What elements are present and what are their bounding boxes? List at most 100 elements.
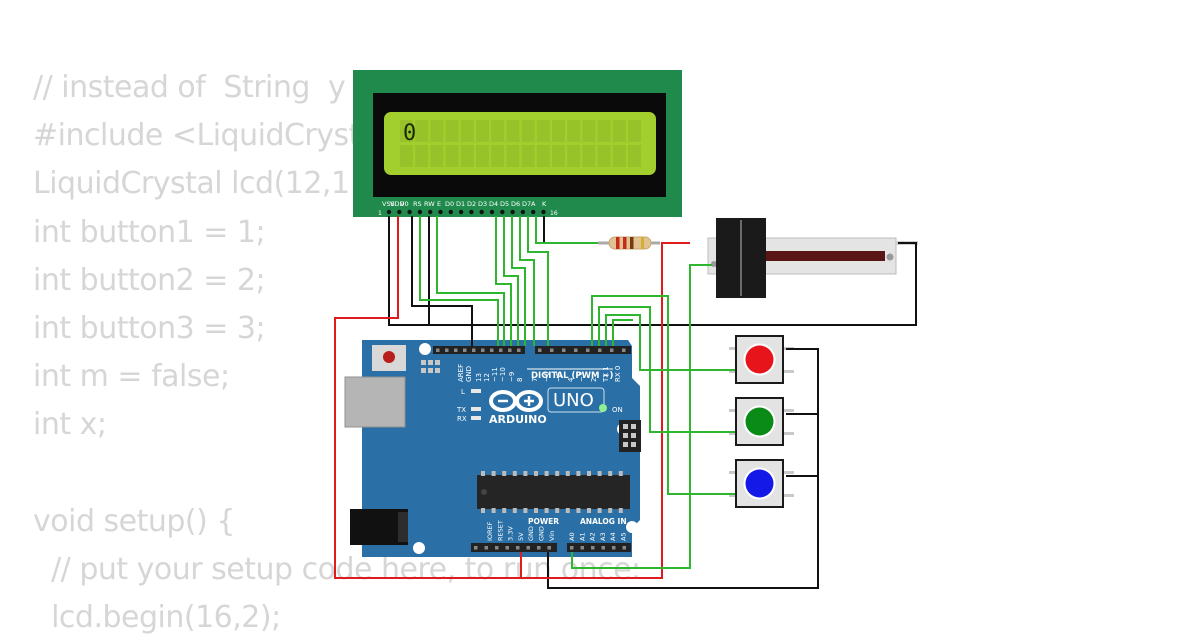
lcd-pin [428, 209, 433, 215]
lcd-char-grid [400, 120, 641, 167]
power-pin-label: GND [538, 526, 546, 541]
icsp-pin [623, 442, 628, 447]
arduino-logo-icon [489, 390, 543, 412]
lcd-cell [476, 145, 489, 167]
header-hole [472, 348, 476, 352]
power-pin-label: IOREF [486, 521, 494, 541]
push-buttons [729, 335, 794, 508]
analog-pin-label: A2 [589, 532, 597, 541]
pot-screw [886, 253, 894, 261]
header-hole [484, 546, 488, 550]
lcd-text: 0 [403, 121, 416, 146]
header-pin-label: ~5 [555, 372, 563, 382]
lcd-cell [597, 120, 611, 142]
header-hole [547, 546, 551, 550]
header-hole [601, 546, 605, 550]
button-cap-green [745, 407, 774, 436]
header-hole [550, 348, 554, 352]
icsp-pin [421, 368, 426, 373]
code-line: int button2 = 2; [33, 262, 266, 298]
lcd-cell [460, 145, 474, 167]
lcd-pin [520, 209, 526, 215]
header-hole [612, 546, 616, 550]
header-hole [598, 348, 602, 352]
lcd-cell [552, 120, 565, 142]
header-pin-label: RX 0 [614, 366, 622, 382]
header-pin-label: 8 [516, 378, 524, 382]
lcd-pin-label: D1 [456, 200, 465, 208]
power-header [471, 543, 557, 552]
lcd-pin-label: D3 [478, 200, 487, 208]
code-line: int button1 = 1; [33, 214, 266, 250]
header-pin-label: 4 [567, 377, 575, 382]
lcd-cell [506, 120, 520, 142]
analog-pin-label: A3 [599, 532, 607, 541]
lcd-pin-label: VDD [390, 200, 404, 208]
lcd-cell [400, 120, 413, 142]
header-hole [538, 348, 542, 352]
lcd-cell [536, 120, 550, 142]
code-line: int x; [33, 407, 107, 443]
analog-pin-label: A5 [620, 532, 628, 541]
lcd-pin-label: VSS [382, 200, 395, 208]
resistor[interactable] [598, 236, 660, 250]
slide-potentiometer[interactable] [707, 218, 918, 298]
header-hole [580, 546, 584, 550]
pot-track [765, 251, 885, 261]
digital-header-label: DIGITAL (PWM ~) [531, 371, 613, 381]
header-hole [570, 546, 574, 550]
header-pin-label: TX 1 [602, 366, 610, 383]
icsp-pin [623, 424, 628, 429]
power-pin-label: 3.3V [507, 526, 515, 541]
analog-pin-label: A0 [568, 532, 576, 541]
lcd-cell [445, 145, 459, 167]
lcd-pin-label: D0 [445, 200, 454, 208]
lcd-pin-label: V0 [400, 200, 409, 208]
header-pin-label: ~3 [578, 372, 586, 382]
header-pin-label: AREF [457, 364, 465, 382]
lcd-cell [612, 120, 626, 142]
arduino-model: UNO [553, 390, 594, 411]
icsp-pin [421, 360, 426, 365]
push-button-green[interactable] [729, 397, 794, 446]
usb-connector [344, 376, 406, 428]
svg-text:POWER: POWER [528, 517, 559, 526]
wires [334, 216, 917, 589]
header-hole [436, 348, 440, 352]
code-background: // instead of String y#include <LiquidCr… [33, 64, 753, 642]
push-button-blue[interactable] [729, 459, 794, 508]
lcd-pin [479, 209, 484, 215]
lcd-pin-label: A [531, 200, 536, 208]
icsp-pin [428, 360, 433, 365]
header-pin-label: ~6 [543, 371, 551, 382]
lcd-pin-label: D4 [489, 200, 498, 208]
header-hole [495, 546, 499, 550]
lcd-cell [491, 145, 505, 167]
lcd-cell [612, 145, 626, 167]
lcd-cell [582, 145, 596, 167]
lcd-cell [430, 120, 444, 142]
header-hole [574, 348, 578, 352]
header-hole [591, 546, 595, 550]
code-line: LiquidCrystal lcd(12,1 [33, 166, 350, 202]
push-button-red[interactable] [729, 335, 794, 384]
icsp-pin [631, 433, 636, 438]
lcd-pin [407, 209, 412, 215]
header-hole [508, 348, 512, 352]
lcd-cell [476, 120, 489, 142]
header-pin-label: 7 [531, 378, 539, 382]
lcd-pin-label: D2 [467, 200, 476, 208]
icsp-pin [631, 442, 636, 447]
header-hole [610, 348, 614, 352]
lcd-cell [445, 120, 459, 142]
lcd-pin-label: E [437, 200, 441, 208]
lcd-pin-label: K [542, 200, 547, 208]
header-pin-label: 2 [590, 378, 598, 382]
lcd-cell [597, 145, 611, 167]
lcd-cell [582, 120, 596, 142]
header-pin-label: ~11 [491, 367, 499, 382]
code-line: lcd.begin(16,2); [33, 600, 281, 636]
header-hole [516, 546, 520, 550]
